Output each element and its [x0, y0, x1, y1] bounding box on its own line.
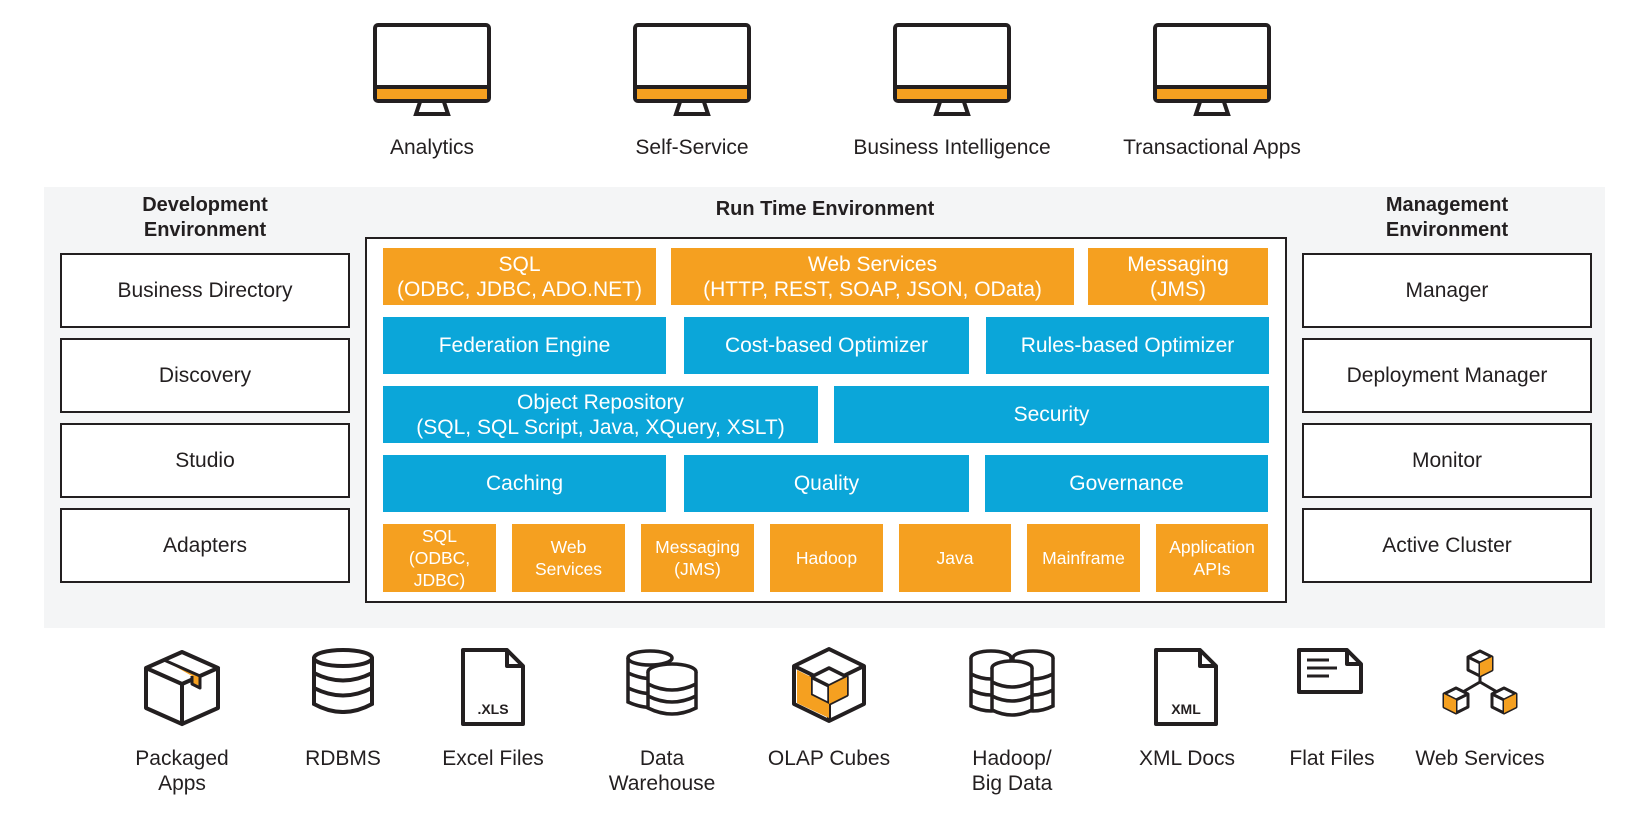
rt-security: Security	[834, 386, 1269, 443]
xml-file-icon: XML	[1154, 648, 1218, 726]
rt-adapter-hadoop: Hadoop	[770, 524, 883, 592]
rt-messaging-interface: Messaging (JMS)	[1088, 248, 1268, 305]
source-label-xml-docs: XML Docs	[1138, 747, 1236, 770]
dev-item-business-directory: Business Directory	[60, 253, 350, 328]
monitor-icon	[373, 23, 491, 116]
rt-governance: Governance	[985, 455, 1268, 512]
source-label-excel-files: Excel Files	[442, 747, 544, 770]
xls-icon-text: .XLS	[477, 701, 508, 717]
rt-adapter-sql: SQL (ODBC, JDBC)	[383, 524, 496, 592]
monitor-icon	[1153, 23, 1271, 116]
source-label-web-services: Web Services	[1415, 747, 1545, 770]
source-label-data-warehouse: Data Warehouse	[608, 747, 716, 795]
rt-web-services-interface: Web Services (HTTP, REST, SOAP, JSON, OD…	[671, 248, 1074, 305]
web-services-cubes-icon	[1442, 649, 1518, 715]
xls-file-icon: .XLS	[461, 648, 525, 726]
data-warehouse-icon	[626, 649, 698, 716]
consumer-label-transactional-apps: Transactional Apps	[1123, 136, 1301, 159]
rt-object-repository: Object Repository (SQL, SQL Script, Java…	[383, 386, 818, 443]
package-box-icon	[144, 650, 220, 726]
rt-adapter-messaging: Messaging (JMS)	[641, 524, 754, 592]
rt-adapter-application-apis: Application APIs	[1156, 524, 1268, 592]
rt-cost-based-optimizer: Cost-based Optimizer	[684, 317, 969, 374]
mgmt-item-deployment-manager: Deployment Manager	[1302, 338, 1592, 413]
rt-caching: Caching	[383, 455, 666, 512]
mgmt-item-monitor: Monitor	[1302, 423, 1592, 498]
dev-item-adapters: Adapters	[60, 508, 350, 583]
rt-adapter-java: Java	[899, 524, 1011, 592]
olap-cube-icon	[792, 647, 866, 723]
consumer-label-business-intelligence: Business Intelligence	[853, 136, 1051, 159]
management-title: Management Environment	[1385, 194, 1509, 241]
rt-adapter-mainframe: Mainframe	[1027, 524, 1140, 592]
flat-file-icon	[1297, 648, 1363, 694]
dev-item-studio: Studio	[60, 423, 350, 498]
monitor-icon	[633, 23, 751, 116]
development-title: Development Environment	[142, 194, 268, 241]
mgmt-item-manager: Manager	[1302, 253, 1592, 328]
xml-icon-text: XML	[1171, 701, 1201, 717]
source-label-packaged-apps: Packaged Apps	[135, 747, 229, 795]
runtime-title: Run Time Environment	[715, 198, 935, 220]
source-label-rdbms: RDBMS	[305, 747, 381, 770]
rt-federation-engine: Federation Engine	[383, 317, 666, 374]
database-icon	[312, 648, 374, 714]
big-data-databases-icon	[969, 649, 1055, 717]
rt-sql-interface: SQL (ODBC, JDBC, ADO.NET)	[383, 248, 656, 305]
monitor-icon	[893, 23, 1011, 116]
consumer-label-analytics: Analytics	[389, 136, 475, 159]
consumer-label-self-service: Self-Service	[635, 136, 749, 159]
rt-rules-based-optimizer: Rules-based Optimizer	[986, 317, 1269, 374]
rt-adapter-web-services: Web Services	[512, 524, 625, 592]
mgmt-item-active-cluster: Active Cluster	[1302, 508, 1592, 583]
source-label-hadoop-big-data: Hadoop/ Big Data	[971, 747, 1053, 795]
dev-item-discovery: Discovery	[60, 338, 350, 413]
source-label-olap-cubes: OLAP Cubes	[767, 747, 891, 770]
rt-quality: Quality	[684, 455, 969, 512]
source-label-flat-files: Flat Files	[1289, 747, 1375, 770]
